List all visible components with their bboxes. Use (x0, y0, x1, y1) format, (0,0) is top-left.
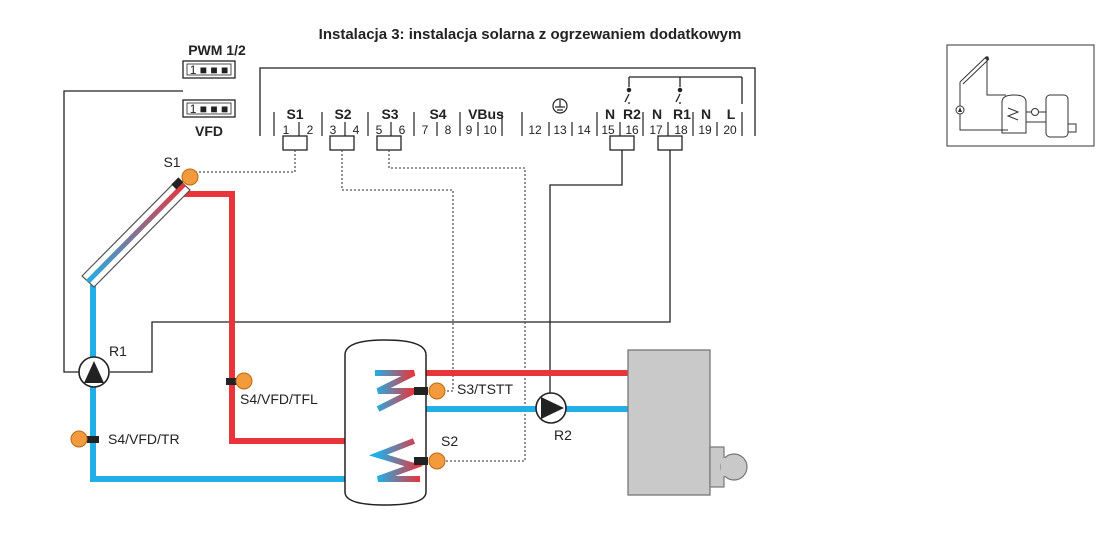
terminal-number: 13 (553, 123, 567, 137)
pump-r1: R1 (78, 343, 127, 388)
terminal-dividers (273, 112, 743, 136)
collector-flow-pipe (184, 191, 420, 444)
sensor-s3: S3/TSTT (428, 381, 513, 400)
s1-wire (190, 150, 296, 173)
signal-wiring (63, 90, 671, 393)
terminal-number: 4 (353, 123, 360, 137)
sensor-s1: S1 (163, 154, 199, 186)
lower-coil (368, 438, 424, 482)
pwm-pins: 1 ■ ■ ■ (190, 63, 228, 77)
vfd-label: VFD (195, 123, 223, 139)
terminal-number: 14 (577, 123, 591, 137)
pwm-label: PWM 1/2 (188, 42, 246, 58)
pump-r2-label: R2 (554, 427, 572, 443)
sensor-wiring (190, 150, 526, 462)
terminal-number: 20 (723, 123, 737, 137)
pump-r2: R2 (535, 392, 572, 443)
system-thumbnail (946, 44, 1095, 147)
upper-coil (375, 370, 416, 412)
sensor-s3-label: S3/TSTT (457, 381, 513, 397)
collector-absorber (86, 183, 186, 283)
diagram-title: Instalacja 3: instalacja solarna z ogrze… (319, 26, 742, 43)
r1-power-wire (110, 150, 671, 373)
terminal-number: 19 (698, 123, 712, 137)
ground-icon (552, 98, 568, 114)
terminal-number: 18 (674, 123, 688, 137)
sensor-s2-label: S2 (441, 433, 458, 449)
pump-r2-icon (541, 397, 564, 419)
pwm-vfd-connector: PWM 1/2 1 ■ ■ ■ 1 ■ ■ ■ VFD (182, 42, 246, 139)
controller-box: S1 S2 S3 S4 VBus N R2 N R1 N L 1 2 3 4 5… (259, 67, 756, 151)
collector-return-pipe (90, 285, 420, 482)
terminal-number: 8 (445, 123, 452, 137)
sensor-s4-tfl: S4/VFD/TFL (226, 372, 318, 407)
solar-collector (81, 177, 191, 288)
boiler-body (627, 349, 711, 496)
sensor-s4-tr: S4/VFD/TR (70, 430, 180, 448)
group-label-r1: R1 (673, 106, 691, 122)
terminal-number: 2 (307, 123, 314, 137)
controller-outline (259, 67, 756, 136)
group-label-s3: S3 (381, 106, 398, 122)
terminal-number: 12 (528, 123, 542, 137)
storage-tank (344, 339, 428, 506)
vfd-connector (182, 99, 236, 118)
r2-power-wire (549, 150, 623, 393)
group-label-s1: S1 (286, 106, 303, 122)
sensor-s2: S2 (428, 433, 458, 470)
group-label-l: L (727, 106, 736, 122)
terminal-number: 7 (422, 123, 429, 137)
s3-wire (341, 150, 454, 392)
terminal-number: 17 (649, 123, 663, 137)
group-label-s2: S2 (334, 106, 351, 122)
group-label-r2: R2 (623, 106, 641, 122)
terminal-number: 15 (601, 123, 615, 137)
group-label-n-r1: N (652, 106, 662, 122)
group-label-n: N (701, 106, 711, 122)
pwm-connector (182, 60, 236, 79)
terminal-number: 3 (330, 123, 337, 137)
s2-wire (388, 150, 526, 462)
terminal-number: 5 (376, 123, 383, 137)
terminal-number: 9 (466, 123, 473, 137)
terminal-number: 1 (283, 123, 290, 137)
pump-r1-icon (84, 361, 104, 383)
group-label-vbus: VBus (468, 106, 504, 122)
sensor-s1-label: S1 (163, 154, 180, 170)
terminal-number: 6 (399, 123, 406, 137)
terminal-number: 16 (625, 123, 639, 137)
s2-sensor-well (414, 457, 428, 465)
sensor-s4-tr-label: S4/VFD/TR (108, 431, 180, 447)
terminal-number: 10 (483, 123, 497, 137)
group-label-n-r2: N (605, 106, 615, 122)
vfd-pins: 1 ■ ■ ■ (190, 102, 228, 116)
pwm-wire (63, 90, 183, 373)
s3-sensor-well (414, 387, 428, 395)
sensor-s4-tfl-label: S4/VFD/TFL (240, 391, 318, 407)
boiler (627, 349, 748, 496)
group-label-s4: S4 (429, 106, 446, 122)
pump-r1-label: R1 (109, 343, 127, 359)
terminal-plugs (282, 135, 683, 151)
relay-switch-icon (624, 76, 743, 104)
s1-sensor-well (171, 177, 184, 190)
